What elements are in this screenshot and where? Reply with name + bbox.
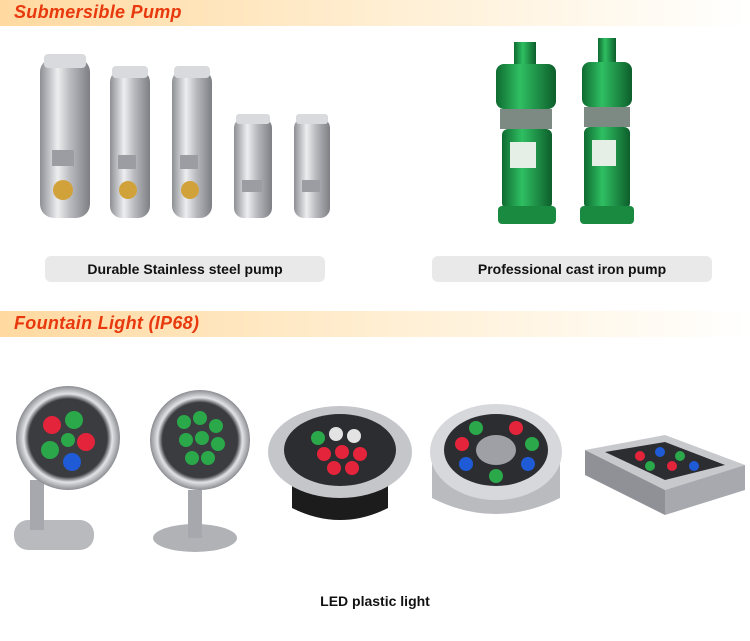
- fountain-light: [585, 435, 745, 515]
- fountain-light: [150, 390, 250, 552]
- stainless-steel-pumps-image: [40, 54, 330, 218]
- section-title: Fountain Light (IP68): [14, 313, 200, 333]
- section-banner-fountain-light: Fountain Light (IP68): [0, 311, 750, 337]
- section-title: Submersible Pump: [14, 2, 182, 22]
- cast-iron-pumps-image: [496, 38, 634, 224]
- pump-unit: [234, 114, 272, 218]
- pump-unit: [40, 54, 90, 218]
- stainless-pump-caption: Durable Stainless steel pump: [45, 256, 325, 282]
- led-light-caption: LED plastic light: [320, 593, 430, 609]
- pump-unit: [580, 38, 634, 224]
- fountain-lights-image: [14, 386, 745, 552]
- fountain-light: [430, 404, 562, 514]
- pump-unit: [294, 114, 330, 218]
- pump-unit: [496, 42, 556, 224]
- pump-unit: [172, 66, 212, 218]
- cast-iron-pump-caption: Professional cast iron pump: [432, 256, 712, 282]
- fountain-light: [268, 406, 412, 520]
- pump-unit: [110, 66, 150, 218]
- fountain-light: [14, 386, 120, 550]
- section-banner-submersible-pump: Submersible Pump: [0, 0, 750, 26]
